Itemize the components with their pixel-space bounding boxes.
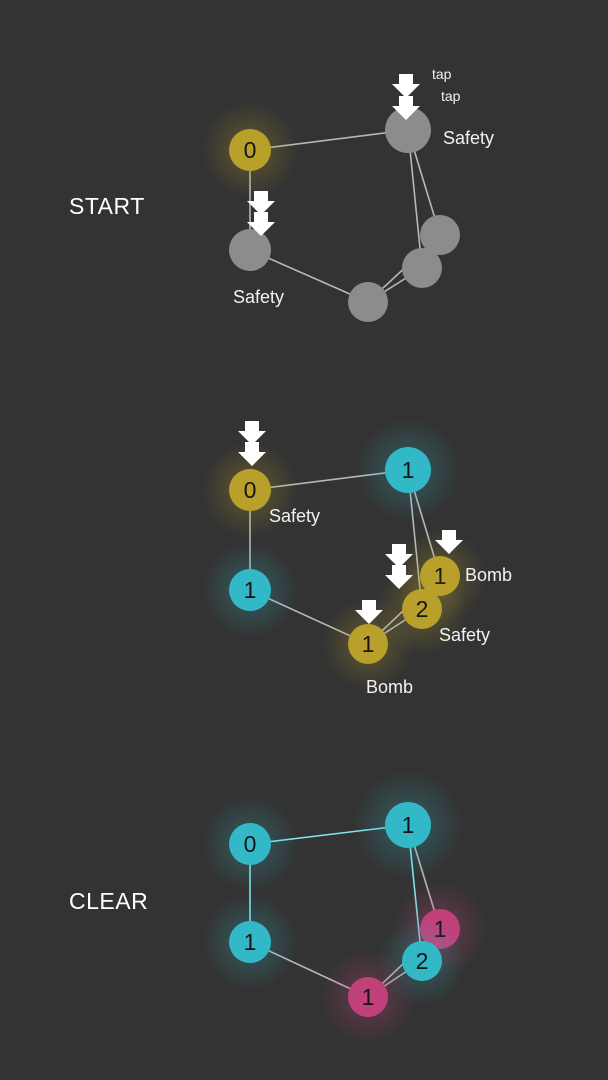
middle-panel: 0 1 1 1 2 1	[0, 400, 608, 720]
clear-board: 0 1 1 2 1 1	[202, 770, 488, 1045]
node-f[interactable]: 1	[202, 542, 298, 638]
node-value: 0	[244, 477, 257, 503]
safety-label: Safety	[443, 128, 495, 148]
node-a[interactable]: 0	[202, 796, 298, 892]
tap-hint: tap	[441, 88, 461, 104]
node-d[interactable]	[402, 248, 442, 288]
stage-label-clear: CLEAR	[69, 888, 149, 914]
tap-hint: tap	[432, 66, 452, 82]
tap-arrow-icon	[392, 74, 420, 120]
edge	[407, 129, 423, 269]
stage-label-start: START	[69, 193, 145, 219]
node-value: 1	[244, 929, 257, 955]
safety-label: Safety	[233, 287, 285, 307]
node-a[interactable]: 0	[202, 442, 298, 538]
start-panel: 0 START tap tap Safety Safety	[0, 0, 608, 360]
node-value: 1	[244, 577, 257, 603]
tap-arrow-icon	[247, 191, 275, 236]
start-board: 0	[202, 74, 460, 322]
clear-panel: 0 1 1 2 1 1 CLE	[0, 760, 608, 1080]
tap-arrow-icon	[355, 600, 383, 624]
tap-arrow-icon	[238, 421, 266, 466]
node-value: 1	[402, 812, 415, 838]
node-value: 0	[244, 831, 257, 857]
node-value: 2	[416, 948, 429, 974]
safety-label: Safety	[269, 506, 321, 526]
node-b[interactable]	[385, 107, 431, 153]
node-b[interactable]: 1	[353, 770, 463, 880]
node-value: 1	[362, 984, 375, 1010]
node-f[interactable]: 1	[202, 894, 298, 990]
node-value: 2	[416, 596, 429, 622]
tap-arrow-icon	[435, 530, 463, 554]
node-value: 1	[362, 631, 375, 657]
safety-label: Safety	[439, 625, 491, 645]
bomb-label: Bomb	[366, 677, 414, 697]
node-b[interactable]: 1	[356, 418, 460, 522]
node-a[interactable]: 0	[202, 102, 298, 198]
middle-board: 0 1 1 1 2 1	[202, 418, 486, 690]
bomb-label: Bomb	[465, 565, 513, 585]
tap-arrow-icon	[385, 544, 413, 589]
node-f[interactable]	[229, 229, 271, 271]
node-c[interactable]	[420, 215, 460, 255]
node-value: 0	[244, 137, 257, 163]
node-e[interactable]: 1	[322, 598, 414, 690]
node-e[interactable]: 1	[320, 949, 416, 1045]
node-e[interactable]	[348, 282, 388, 322]
edge	[249, 249, 369, 303]
node-value: 1	[402, 457, 415, 483]
